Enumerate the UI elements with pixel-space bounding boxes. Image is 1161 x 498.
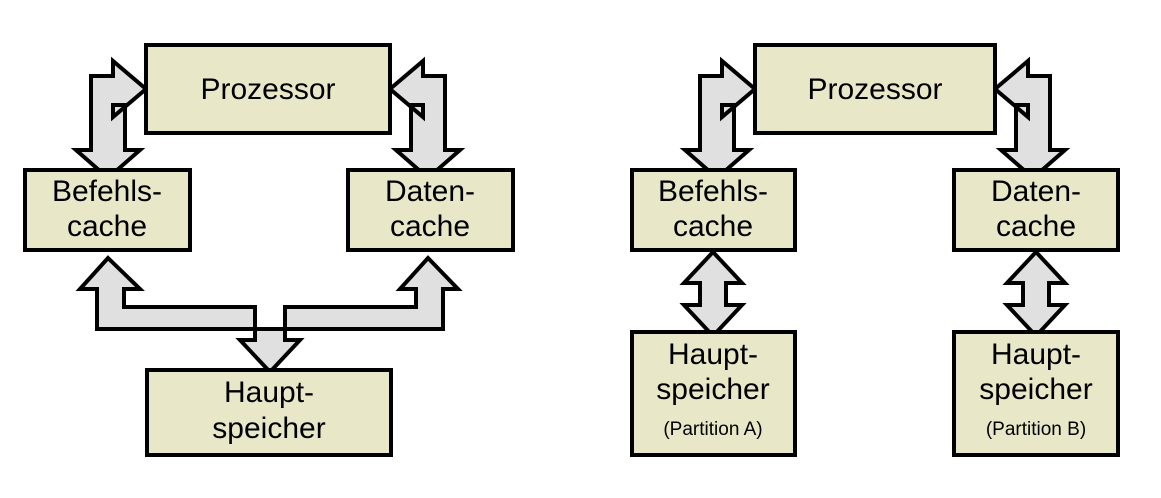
connector-right-proc-to-dcache (991, 56, 1071, 181)
connector-right-dcache-to-memory-b (1002, 249, 1070, 339)
connector-right-icache-to-memory-a (679, 249, 747, 339)
node-right-befehlscache: Befehls- cache (630, 168, 797, 252)
node-left-hauptspeicher: Haupt- speicher (145, 368, 393, 457)
connector-left-proc-to-icache (70, 56, 150, 181)
node-right-hauptspeicher-b-sublabel: (Partition B) (986, 419, 1086, 440)
node-left-datencache-label-line1: Daten- (385, 175, 475, 208)
node-left-prozessor-label: Prozessor (200, 73, 335, 106)
connector-left-caches-to-memory (75, 255, 463, 375)
node-right-datencache-label-line2: cache (996, 210, 1076, 243)
node-left-befehlscache-label-line1: Befehls- (52, 175, 162, 208)
node-right-hauptspeicher-b-label-line1: Haupt- (991, 338, 1081, 371)
node-right-prozessor: Prozessor (753, 43, 997, 135)
node-left-hauptspeicher-label-line2: speicher (212, 412, 325, 445)
node-right-datencache: Daten- cache (952, 168, 1120, 252)
node-right-hauptspeicher-a-label-line2: speicher (656, 373, 769, 406)
node-right-hauptspeicher-b-label-line2: speicher (979, 373, 1092, 406)
node-right-datencache-label-line1: Daten- (991, 175, 1081, 208)
node-right-hauptspeicher-a-label-line1: Haupt- (668, 338, 758, 371)
node-left-befehlscache: Befehls- cache (23, 168, 192, 252)
node-right-befehlscache-label-line2: cache (673, 210, 753, 243)
node-left-datencache: Daten- cache (346, 168, 515, 252)
right-panel: Prozessor Befehls- cache Daten- cache Ha… (630, 43, 1120, 457)
connector-left-proc-to-dcache (386, 56, 466, 181)
node-right-hauptspeicher-a-sublabel: (Partition A) (663, 419, 762, 440)
node-left-datencache-label-line2: cache (390, 210, 470, 243)
left-panel: Prozessor Befehls- cache Daten- cache Ha… (23, 43, 515, 457)
node-left-prozessor: Prozessor (144, 43, 392, 135)
connector-right-proc-to-icache (679, 56, 759, 181)
node-left-befehlscache-label-line2: cache (67, 210, 147, 243)
node-right-hauptspeicher-a: Haupt- speicher (Partition A) (630, 330, 797, 457)
node-right-befehlscache-label-line1: Befehls- (658, 175, 768, 208)
node-right-hauptspeicher-b: Haupt- speicher (Partition B) (952, 330, 1120, 457)
node-right-prozessor-label: Prozessor (807, 73, 942, 106)
node-left-hauptspeicher-label-line1: Haupt- (224, 376, 314, 409)
